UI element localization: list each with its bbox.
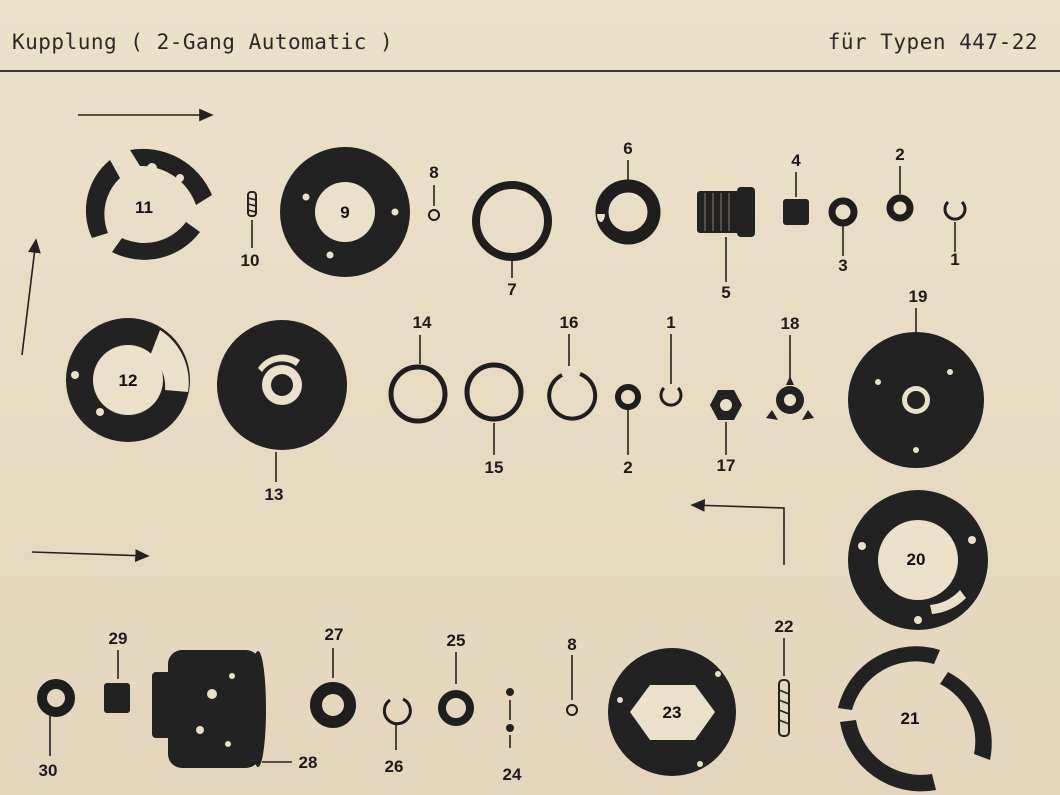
part-2-washer-middle (615, 384, 641, 410)
flow-arrow-left (21, 238, 41, 356)
label-27: 27 (325, 625, 344, 644)
part-6-washer (595, 179, 661, 245)
part-30-washer (37, 679, 75, 717)
part-18-tab-washer (766, 376, 814, 420)
label-1-middle: 1 (666, 313, 675, 332)
part-11-clutch-shoes (85, 148, 212, 260)
label-23: 23 (663, 703, 682, 722)
label-2-top: 2 (895, 145, 904, 164)
label-2-middle: 2 (623, 458, 632, 477)
label-12: 12 (119, 371, 138, 390)
part-1-circlip-middle (659, 386, 683, 407)
part-12-friction-disc (66, 318, 190, 442)
label-30: 30 (39, 761, 58, 780)
label-13: 13 (265, 485, 284, 504)
label-15: 15 (485, 458, 504, 477)
label-8-bottom: 8 (567, 635, 576, 654)
label-11: 11 (135, 198, 153, 217)
label-29: 29 (109, 629, 128, 648)
part-25-washer (438, 690, 474, 726)
part-10-spring (247, 191, 257, 217)
label-3: 3 (838, 256, 847, 275)
part-27-washer (310, 682, 356, 728)
label-10: 10 (241, 251, 260, 270)
label-5: 5 (721, 283, 730, 302)
label-25: 25 (447, 631, 466, 650)
model-types: für Typen 447-22 (827, 30, 1038, 54)
part-13-clutch-plate (217, 320, 347, 450)
part-8-small-ring-bottom (566, 704, 578, 716)
diagram-title: Kupplung ( 2-Gang Automatic ) (12, 30, 394, 54)
part-20-friction-disc (848, 490, 988, 630)
label-21: 21 (901, 709, 920, 728)
part-9-friction-disc (280, 147, 410, 277)
label-14: 14 (413, 313, 432, 332)
part-2-washer-top (886, 194, 914, 222)
part-14-ring (388, 364, 448, 424)
flow-arrow-bottom (31, 549, 150, 562)
label-19: 19 (909, 287, 928, 306)
label-6: 6 (623, 139, 632, 158)
part-26-circlip (382, 697, 412, 726)
part-23-drive-plate (608, 648, 736, 776)
part-19-drum-cover (848, 332, 984, 468)
part-5-gear-hub (697, 187, 755, 237)
label-22: 22 (775, 617, 794, 636)
part-8-small-ring (428, 209, 440, 221)
part-24-balls (506, 688, 514, 748)
part-17-hex-nut (710, 390, 742, 420)
part-7-thin-ring (472, 181, 552, 261)
flow-arrow-return (690, 499, 785, 565)
label-4: 4 (791, 151, 801, 170)
part-21-clutch-shoes (838, 646, 992, 792)
label-24: 24 (503, 765, 522, 784)
part-1-circlip-top (943, 200, 967, 221)
part-3-washer (828, 197, 858, 227)
label-8-top: 8 (429, 163, 438, 182)
part-15-ring (464, 362, 524, 422)
label-7: 7 (507, 280, 516, 299)
part-4-needle-cage (783, 199, 809, 225)
label-17: 17 (717, 456, 736, 475)
label-18: 18 (781, 314, 800, 333)
part-28-clutch-drum (152, 650, 266, 768)
header-rule (0, 70, 1060, 72)
label-28: 28 (299, 753, 318, 772)
part-29-needle-cage (104, 683, 130, 713)
part-16-circlip (547, 372, 598, 421)
label-1-top: 1 (950, 250, 959, 269)
label-9: 9 (340, 203, 349, 222)
label-20: 20 (907, 550, 926, 569)
part-22-spring (778, 679, 790, 737)
label-26: 26 (385, 757, 404, 776)
label-16: 16 (560, 313, 579, 332)
